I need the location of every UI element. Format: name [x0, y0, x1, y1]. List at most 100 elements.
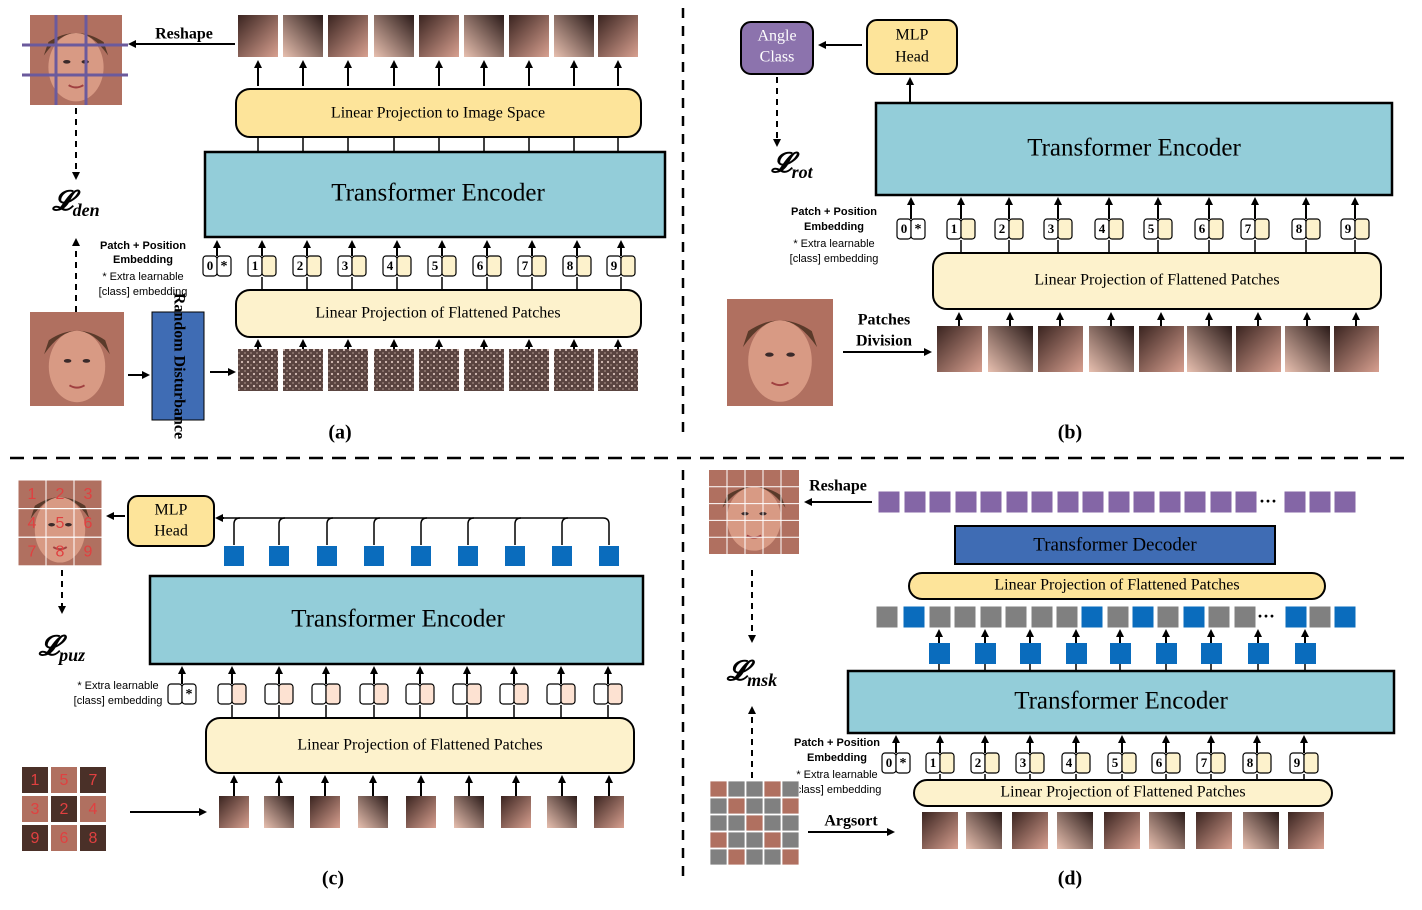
linear-projection-patches-label: Linear Projection of Flattened Patches [315, 305, 560, 322]
grid-number: 4 [89, 801, 98, 818]
patch-embedding-box [419, 683, 435, 705]
mixed-token-square [1207, 605, 1231, 629]
token-index: 4 [1066, 755, 1073, 770]
token-embedding [264, 683, 294, 705]
patch-image [1334, 326, 1379, 372]
face-eye [48, 523, 55, 527]
bus-branch [467, 517, 475, 545]
token-embedding: 5 [427, 255, 457, 277]
output-token-square [224, 546, 244, 566]
face-mouth [52, 546, 68, 551]
token-index: 8 [1296, 221, 1303, 236]
token-embedding: 2 [994, 218, 1024, 240]
patch-embedding-box [373, 683, 389, 705]
mlp-head-box [866, 19, 958, 75]
token-embedding: 8 [1291, 218, 1321, 240]
masked-cell [709, 814, 728, 832]
patches-division-label: Division [856, 333, 912, 350]
token-index: 2 [297, 258, 304, 273]
patch-embedding-box [1029, 752, 1045, 774]
transformer-encoder-box [148, 574, 645, 666]
token-embedding: 1 [247, 255, 277, 277]
patch-image [1196, 812, 1232, 849]
token-embedding: 6 [1194, 218, 1224, 240]
patch-image [1139, 326, 1184, 372]
output-token-square [458, 546, 478, 566]
face-skin [727, 486, 781, 551]
patch-image [454, 796, 484, 828]
patch-embedding-box [1008, 218, 1024, 240]
masked-cell [781, 814, 800, 832]
face-skin [48, 330, 106, 403]
reconstructed-token-square [1005, 490, 1029, 514]
visible-cell [709, 780, 728, 798]
face-eye [765, 352, 774, 357]
class-token-star: * [186, 687, 193, 702]
patch-image [1012, 812, 1048, 849]
position-embedding-box [167, 683, 183, 705]
token-embedding: 7 [1196, 752, 1226, 774]
transformer-encoder-label: Transformer Encoder [331, 180, 545, 207]
linear-projection-patches-box [932, 252, 1382, 310]
output-patch [464, 15, 504, 57]
reshape-label: Reshape [155, 26, 213, 43]
linear-projection-image-label: Linear Projection to Image Space [331, 105, 545, 122]
output-token-square [364, 546, 384, 566]
shuffled-cell [80, 767, 106, 793]
face-hair [30, 497, 90, 519]
token-index: 1 [252, 258, 259, 273]
token-embedding: 8 [1242, 752, 1272, 774]
patch-image [988, 326, 1033, 372]
output-patch [238, 15, 278, 57]
linear-projection-patches-box [205, 717, 635, 774]
token-index: 9 [1294, 755, 1301, 770]
visible-cell [781, 797, 800, 815]
mixed-token-square [953, 605, 977, 629]
caption-a: (a) [328, 422, 351, 444]
token-embedding: 2 [970, 752, 1000, 774]
class-token-star: * [915, 222, 922, 237]
grid-number: 5 [56, 515, 65, 532]
grid-number: 5 [60, 772, 69, 789]
masked-cell [763, 814, 782, 832]
mixed-token-square [1055, 605, 1079, 629]
token-embedding [359, 683, 389, 705]
token-embedding: 9 [606, 255, 636, 277]
noisy-patch [328, 349, 368, 391]
patch-embedding-box [396, 255, 412, 277]
patch-embedding-box [1057, 218, 1073, 240]
face-eye [63, 359, 72, 363]
reconstructed-token-square [1158, 490, 1182, 514]
masked-cell [781, 831, 800, 849]
patch-embedding-box [895, 752, 911, 774]
grid-cell [73, 536, 103, 567]
token-index: 5 [1112, 755, 1119, 770]
patch-image [1187, 326, 1232, 372]
patch-image [310, 796, 340, 828]
visible-cell [763, 780, 782, 798]
output-patch [419, 15, 459, 57]
face-eye [63, 60, 71, 64]
face-eye [82, 359, 91, 363]
token-index: 4 [387, 258, 394, 273]
encoder-output-square [1110, 643, 1131, 664]
patch-embedding-box [620, 255, 636, 277]
patch-embedding-box [1208, 218, 1224, 240]
output-patch [554, 15, 594, 57]
patch-embedding-box [910, 218, 926, 240]
reconstructed-token-square [979, 490, 1003, 514]
patch-embedding-box [351, 255, 367, 277]
linear-projection-top-box [908, 572, 1326, 600]
token-index: 3 [342, 258, 349, 273]
loss-label: 𝓛puz [38, 631, 85, 665]
patch-image [922, 812, 958, 849]
mixed-token-square [875, 605, 899, 629]
visible-cell [781, 848, 800, 866]
noisy-patch [598, 349, 638, 391]
token-index: 2 [999, 221, 1006, 236]
token-embedding: 2 [292, 255, 322, 277]
token-index: 3 [1020, 755, 1027, 770]
patch-embedding-box [607, 683, 623, 705]
token-index: 5 [1148, 221, 1155, 236]
reconstructed-face [709, 470, 799, 554]
